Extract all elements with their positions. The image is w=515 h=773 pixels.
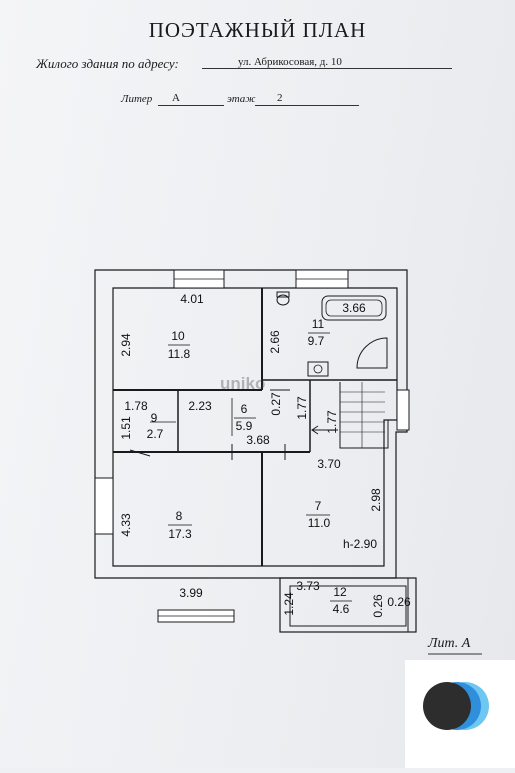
room-area: 5.9 xyxy=(236,419,253,433)
dim-label: 1.78 xyxy=(124,399,148,413)
address-label: Жилого здания по адресу: xyxy=(36,56,179,71)
dim-label: 2.94 xyxy=(119,333,133,357)
floor-label: этаж xyxy=(227,93,256,105)
dim-label: 0.26 xyxy=(387,595,411,609)
address-value: ул. Абрикосовая, д. 10 xyxy=(238,56,342,68)
room-number: 6 xyxy=(241,402,248,416)
room-7: 7 11.0 xyxy=(306,499,331,530)
dim-label: 0.26 xyxy=(371,594,385,618)
dim-label: 1.51 xyxy=(119,416,133,440)
room-area: 11.0 xyxy=(308,516,331,530)
dim-label: 3.66 xyxy=(342,301,366,315)
dim-label: 1.77 xyxy=(325,410,339,434)
room-area: 2.7 xyxy=(147,427,164,441)
dim-label: 1.77 xyxy=(295,396,309,420)
dim-label: 3.73 xyxy=(296,579,320,593)
room-10: 10 11.8 xyxy=(168,329,191,361)
room-area: 9.7 xyxy=(308,334,325,348)
room-number: 11 xyxy=(312,317,325,331)
room-11: 11 9.7 xyxy=(308,317,330,348)
room-area: 4.6 xyxy=(333,602,350,616)
room-number: 9 xyxy=(151,411,158,425)
dim-label: 3.70 xyxy=(317,457,341,471)
room-area: 17.3 xyxy=(168,527,192,541)
room-number: 12 xyxy=(333,585,347,599)
dim-label: 0.27 xyxy=(269,392,283,416)
ceiling-height-note: h-2.90 xyxy=(343,537,377,551)
litera-value: А xyxy=(172,92,180,104)
room-area: 11.8 xyxy=(168,347,191,361)
room-12: 12 4.6 xyxy=(330,585,352,616)
dim-label: 3.99 xyxy=(179,586,203,600)
brand-logo xyxy=(405,660,515,768)
floor-underline xyxy=(255,105,359,106)
dim-label: 4.33 xyxy=(119,513,133,537)
dim-label: 2.66 xyxy=(268,330,282,354)
litera-label: Литер xyxy=(121,93,153,105)
room-number: 7 xyxy=(315,499,322,513)
watermark: uniko xyxy=(220,374,266,393)
room-number: 8 xyxy=(176,509,183,523)
room-6: 6 5.9 xyxy=(234,402,256,433)
room-9: 9 2.7 xyxy=(147,411,164,441)
overlapping-circles-icon xyxy=(423,682,489,730)
address-underline xyxy=(202,68,452,69)
room-number: 10 xyxy=(171,329,185,343)
dim-label: 2.23 xyxy=(188,399,212,413)
dim-label: 3.68 xyxy=(246,433,270,447)
footer-litera: Лит. А xyxy=(428,636,471,651)
litera-underline xyxy=(158,105,224,106)
dim-label: 4.01 xyxy=(180,292,204,306)
floor-value: 2 xyxy=(277,92,283,104)
dim-label: 1.24 xyxy=(282,592,296,616)
document-title: ПОЭТАЖНЫЙ ПЛАН xyxy=(148,18,367,42)
dim-label: 2.98 xyxy=(369,488,383,512)
room-8: 8 17.3 xyxy=(168,509,192,541)
